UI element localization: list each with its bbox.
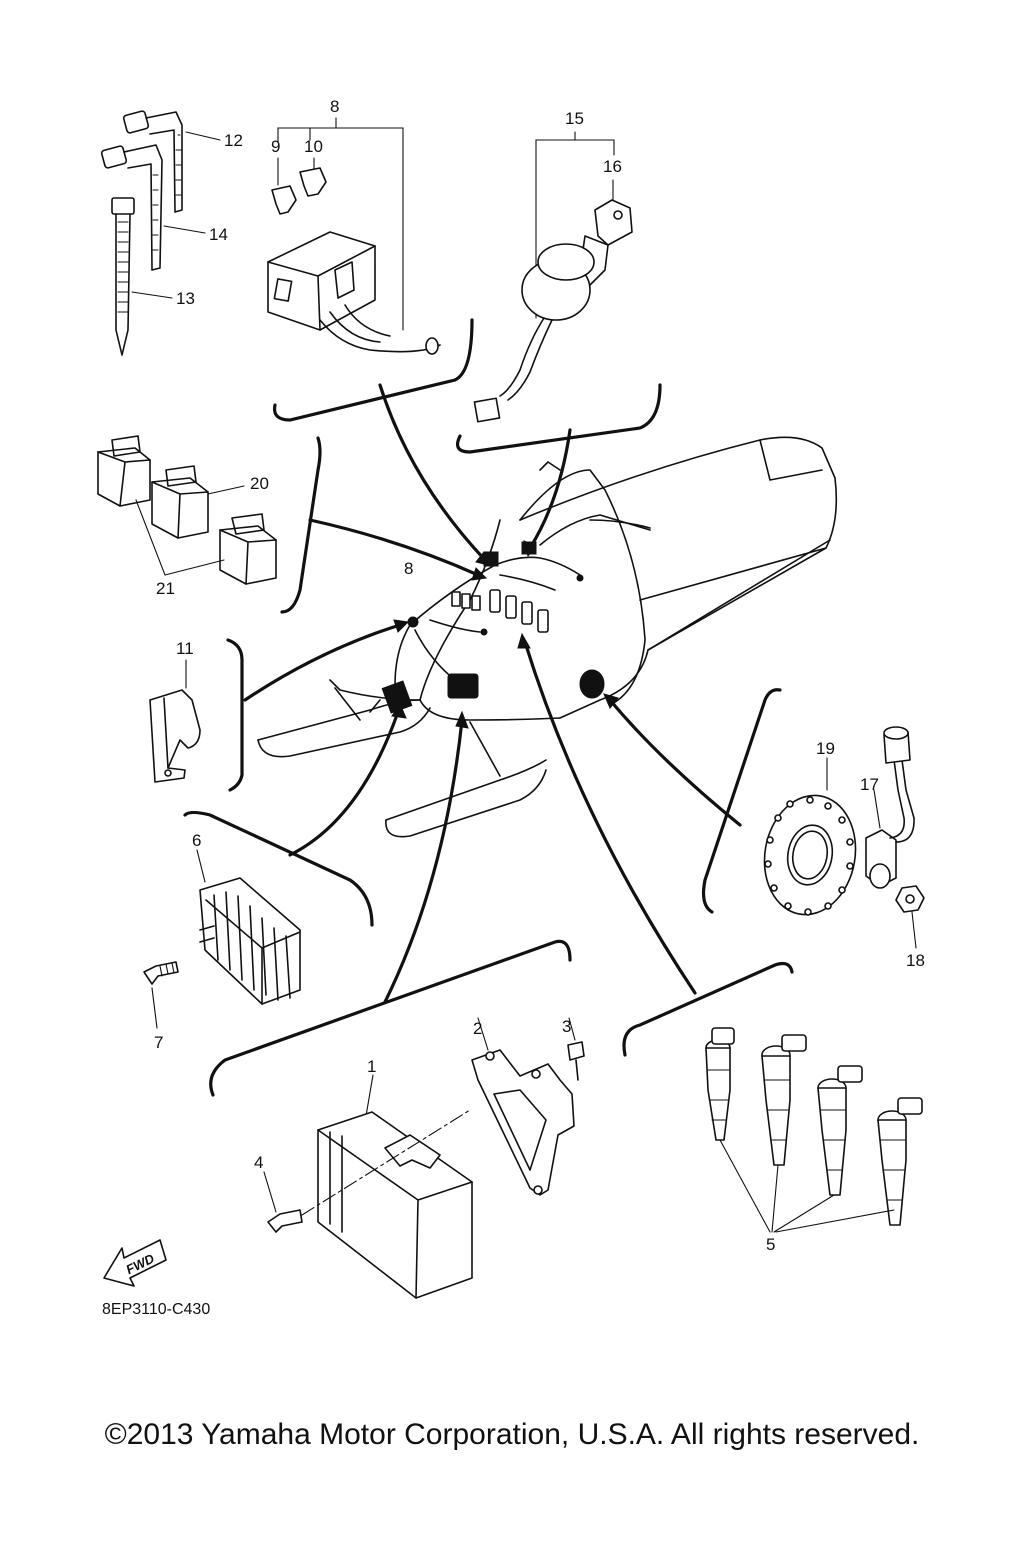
callout-17: 17 (860, 775, 879, 794)
bracket-11 (149, 659, 201, 783)
callout-19: 19 (816, 739, 835, 758)
ignition-coils (705, 1027, 923, 1233)
cable-ties (100, 110, 221, 356)
callout-8-mid: 8 (404, 559, 413, 578)
relays (97, 435, 277, 585)
copyright-notice: ©2013 Yamaha Motor Corporation, U.S.A. A… (104, 1418, 920, 1451)
callout-18: 18 (906, 951, 925, 970)
leader-arrows (243, 383, 742, 1004)
callout-15: 15 (565, 109, 584, 128)
callout-6: 6 (192, 831, 201, 850)
callout-8-top: 8 (330, 97, 339, 116)
part-code: 8EP3110-C430 (102, 1301, 210, 1318)
callout-5: 5 (766, 1235, 775, 1254)
callout-9: 9 (271, 137, 280, 156)
snowmobile-outline (257, 436, 838, 838)
callout-11: 11 (176, 639, 194, 658)
callout-21: 21 (156, 579, 175, 598)
callout-2: 2 (473, 1019, 482, 1038)
callout-labels: 8 9 10 12 14 13 15 16 20 21 8 11 19 17 1… (154, 97, 925, 1254)
trigger-sensor (763, 726, 925, 949)
ecu-assembly (263, 1017, 585, 1299)
callout-3: 3 (562, 1017, 571, 1036)
callout-12: 12 (224, 131, 243, 150)
rectifier-regulator (143, 849, 301, 1029)
callout-14: 14 (209, 225, 228, 244)
callout-16: 16 (603, 157, 622, 176)
callout-13: 13 (176, 289, 195, 308)
wire-harness (381, 514, 651, 714)
group-brackets (183, 318, 794, 1097)
main-switch-assembly (473, 131, 633, 423)
fwd-arrow-icon: FWD (103, 1239, 167, 1287)
callout-10: 10 (304, 137, 323, 156)
callout-1: 1 (367, 1057, 376, 1076)
callout-7: 7 (154, 1033, 163, 1052)
callout-20: 20 (250, 474, 269, 493)
fuse-box-assembly (267, 117, 441, 355)
callout-4: 4 (254, 1153, 263, 1172)
